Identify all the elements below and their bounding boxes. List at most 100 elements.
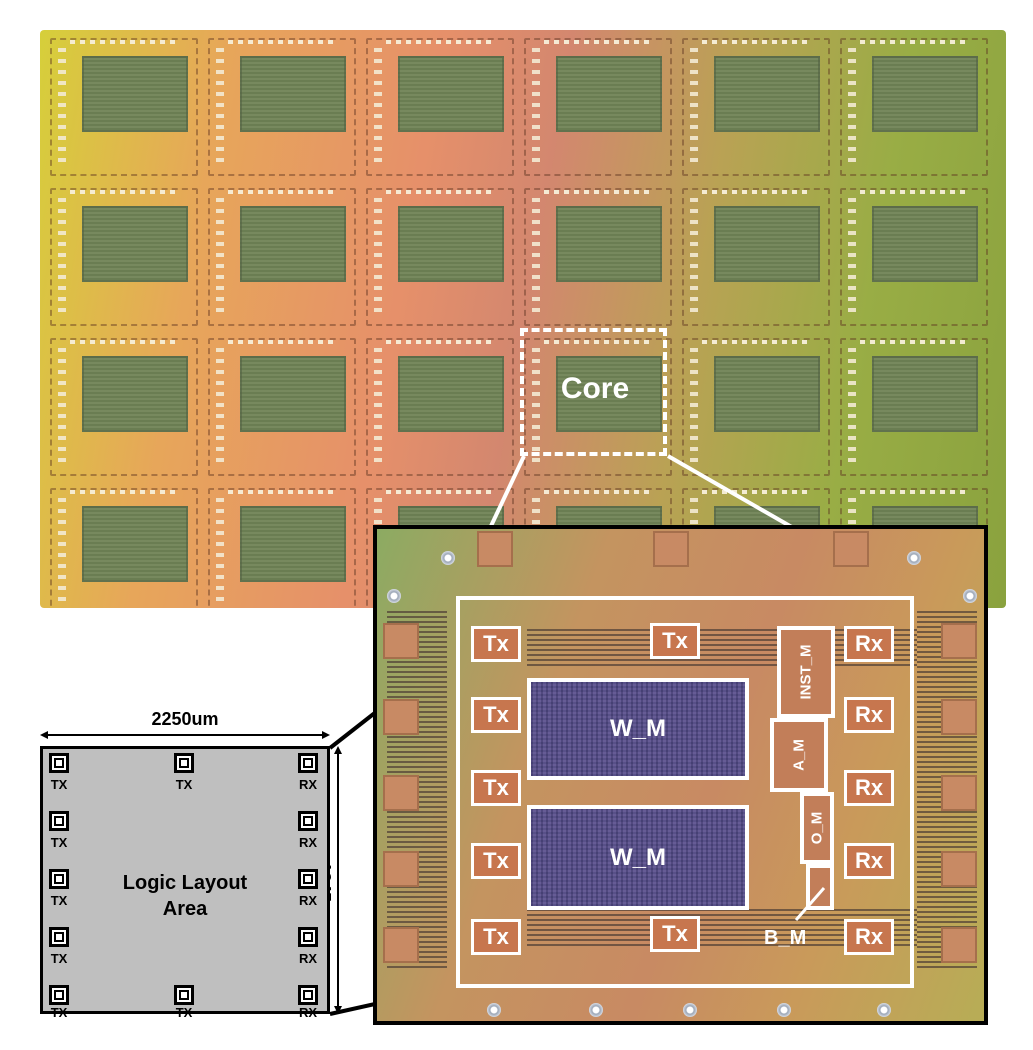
core-tile (840, 338, 988, 476)
connector-layout-top (328, 710, 378, 750)
rx-block: Rx (844, 697, 894, 733)
sram-array (872, 356, 978, 432)
sram-array (82, 56, 188, 132)
pad-label: TX (50, 835, 68, 850)
tx-block: Tx (471, 697, 521, 733)
o-m-label: O_M (808, 811, 826, 845)
bond-pad (383, 851, 419, 887)
core-tile (682, 38, 830, 176)
core-boundary (456, 596, 914, 988)
tx-block: Tx (471, 770, 521, 806)
width-dimension-label: 2250um (151, 709, 219, 729)
pad-icon (174, 753, 194, 773)
core-tile (840, 38, 988, 176)
core-tile (524, 38, 672, 176)
sram-array (240, 356, 346, 432)
tx-block: Tx (650, 916, 700, 952)
core-label: Core (560, 372, 630, 405)
core-tile (366, 188, 514, 326)
bond-pad (383, 623, 419, 659)
pad-label: TX (50, 777, 68, 792)
pad-icon (174, 985, 194, 1005)
pad-icon (49, 753, 69, 773)
b-m-pointer (794, 887, 826, 921)
core-tile (50, 188, 198, 326)
pad-label: RX (298, 1005, 318, 1020)
bond-pad (941, 623, 977, 659)
bond-pad (941, 699, 977, 735)
pad-label: RX (298, 951, 318, 966)
sram-array (82, 206, 188, 282)
pad-label: TX (175, 777, 193, 792)
rx-block: Rx (844, 626, 894, 662)
sram-array (240, 206, 346, 282)
pad-label: TX (50, 951, 68, 966)
core-tile (366, 38, 514, 176)
solder-bump (963, 589, 977, 603)
core-tile (208, 488, 356, 608)
a-m-label: A_M (790, 739, 808, 771)
sram-array (714, 356, 820, 432)
width-dimension-arrow (40, 731, 330, 739)
core-tile (208, 38, 356, 176)
height-dimension-arrow (334, 746, 342, 1014)
bond-pad (653, 531, 689, 567)
pad-icon (49, 927, 69, 947)
core-tile (524, 188, 672, 326)
pad-label: RX (298, 777, 318, 792)
weight-memory-top: W_M (527, 678, 749, 780)
w-m-label: W_M (610, 715, 666, 742)
pad-label: RX (298, 835, 318, 850)
instruction-memory: INST_M (777, 626, 835, 718)
rx-block: Rx (844, 919, 894, 955)
pad-label: TX (175, 1005, 193, 1020)
bond-pad (477, 531, 513, 567)
sram-array (82, 506, 188, 582)
core-tile (208, 338, 356, 476)
solder-bump (907, 551, 921, 565)
pad-icon (298, 869, 318, 889)
core-highlight-box (520, 328, 667, 456)
area-label-line1: Logic Layout (122, 872, 248, 894)
rx-block: Rx (844, 843, 894, 879)
core-tile (840, 188, 988, 326)
buffer-memory (806, 864, 834, 910)
core-tile (50, 338, 198, 476)
core-tile (208, 188, 356, 326)
sram-array (398, 56, 504, 132)
bond-pad (833, 531, 869, 567)
pad-icon (49, 985, 69, 1005)
area-label-line2: Area (162, 898, 208, 920)
pad-icon (49, 811, 69, 831)
pad-icon (49, 869, 69, 889)
tx-block: Tx (471, 843, 521, 879)
tx-block: Tx (471, 626, 521, 662)
sram-array (398, 206, 504, 282)
sram-array (872, 56, 978, 132)
weight-memory-bottom: W_M (527, 805, 749, 910)
solder-bump (589, 1003, 603, 1017)
output-memory: O_M (800, 792, 834, 864)
pad-label: TX (50, 893, 68, 908)
core-tile (50, 488, 198, 608)
activation-memory: A_M (770, 718, 828, 792)
sram-array (714, 206, 820, 282)
sram-array (240, 506, 346, 582)
bond-pad (383, 775, 419, 811)
pad-icon (298, 811, 318, 831)
bond-pad (383, 927, 419, 963)
bond-pad (941, 851, 977, 887)
core-tile (682, 338, 830, 476)
b-m-label: B_M (764, 927, 807, 949)
sram-array (82, 356, 188, 432)
core-tile (524, 338, 672, 476)
w-m-label: W_M (610, 843, 666, 871)
core-tile (682, 188, 830, 326)
logic-layout-schematic: TX TX TX TX TX TX TX RX RX RX RX RX (40, 746, 330, 1020)
bond-pad (941, 927, 977, 963)
solder-bump (441, 551, 455, 565)
sram-array (556, 56, 662, 132)
logic-layout-area-label: Logic Layout Area (90, 870, 280, 922)
solder-bump (387, 589, 401, 603)
solder-bump (683, 1003, 697, 1017)
